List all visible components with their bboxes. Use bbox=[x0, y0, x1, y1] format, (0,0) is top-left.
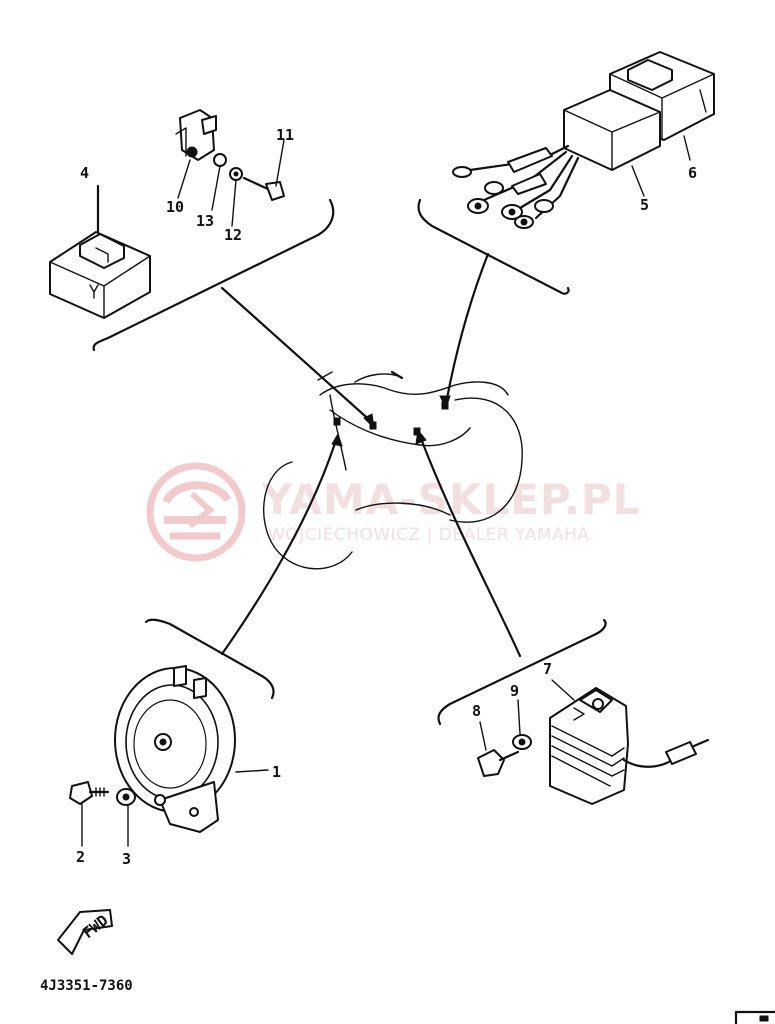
page-corner-mark bbox=[734, 1010, 775, 1024]
callout-13: 13 bbox=[196, 212, 214, 230]
callout-9: 9 bbox=[510, 682, 519, 700]
diagram-part-code: 4J3351-7360 bbox=[40, 978, 133, 994]
cancel-unit-bracket-part bbox=[175, 109, 285, 227]
watermark-title: YAMA-SKLEP.PL bbox=[261, 475, 640, 524]
callout-7: 7 bbox=[543, 660, 552, 678]
callout-1: 1 bbox=[272, 763, 281, 781]
callout-labels: 1 2 3 4 5 6 7 8 9 10 11 12 13 bbox=[76, 126, 697, 868]
regulator-part bbox=[477, 679, 710, 805]
watermark-subtitle: WOJCIECHOWICZ | DEALER YAMAHA bbox=[268, 525, 590, 545]
callout-2: 2 bbox=[76, 848, 85, 866]
forward-arrow-icon: FWD bbox=[57, 909, 113, 955]
watermark: YAMA-SKLEP.PL WOJCIECHOWICZ | DEALER YAM… bbox=[146, 462, 640, 562]
callout-3: 3 bbox=[122, 850, 131, 868]
leader-lines bbox=[92, 198, 607, 726]
callout-11: 11 bbox=[276, 126, 294, 144]
callout-10: 10 bbox=[166, 198, 184, 216]
callout-8: 8 bbox=[472, 702, 481, 720]
relay-assembly-part bbox=[452, 51, 715, 229]
horn-part bbox=[69, 665, 269, 847]
callout-6: 6 bbox=[688, 164, 697, 182]
callout-5: 5 bbox=[640, 196, 649, 214]
watermark-logo bbox=[146, 462, 246, 562]
flasher-relay-part bbox=[49, 184, 151, 319]
callout-12: 12 bbox=[224, 226, 242, 244]
callout-4: 4 bbox=[80, 164, 89, 182]
